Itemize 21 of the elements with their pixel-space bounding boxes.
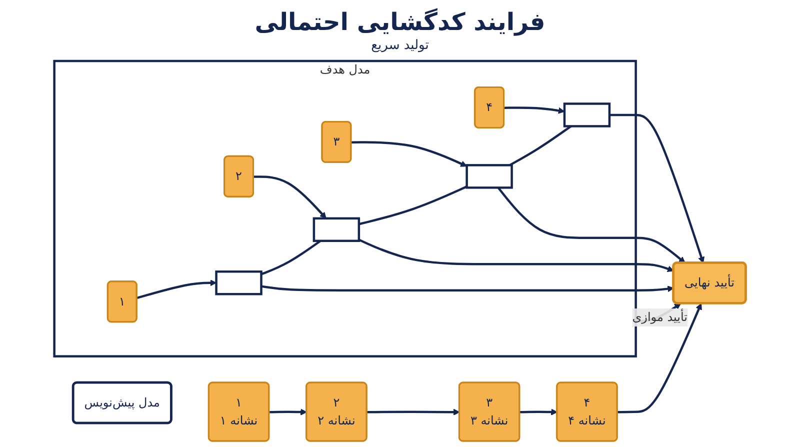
node-box	[563, 102, 611, 128]
arrow	[609, 114, 704, 264]
arrow	[366, 408, 460, 416]
arrow	[351, 141, 468, 167]
node-box	[466, 164, 513, 189]
arrow	[497, 186, 686, 264]
arrow	[520, 408, 558, 416]
arrow	[136, 280, 217, 300]
arrow	[261, 285, 674, 292]
arrow	[504, 106, 565, 114]
title: فرایند کدگشایی احتمالی	[254, 8, 546, 36]
arrow	[358, 238, 674, 272]
connector	[358, 186, 468, 226]
note-text: تولید سریع	[371, 38, 429, 53]
node-box	[215, 270, 262, 296]
arrow	[269, 408, 308, 416]
edge-label: تأیید موازی	[632, 310, 688, 324]
arrow	[254, 176, 326, 219]
connector	[509, 125, 572, 166]
node-box	[312, 217, 360, 242]
connector	[260, 240, 322, 276]
